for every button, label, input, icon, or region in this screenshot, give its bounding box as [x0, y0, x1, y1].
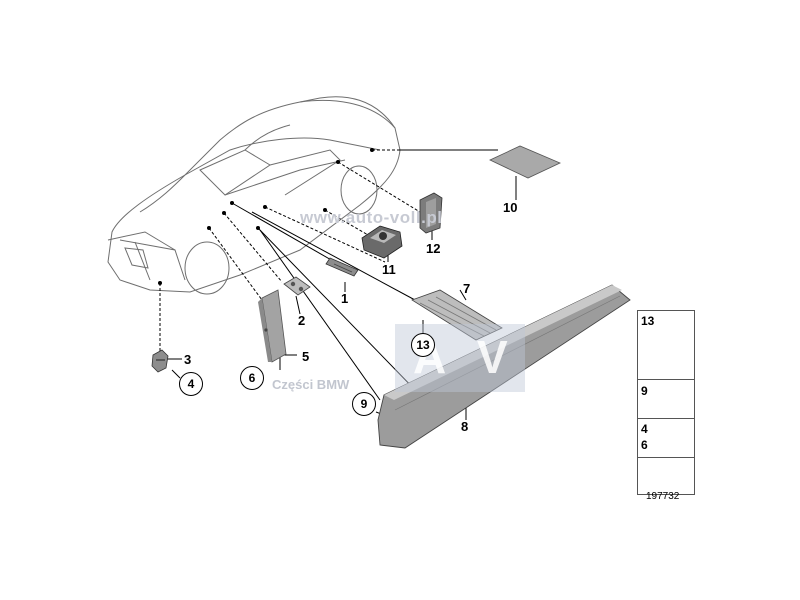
part-3-clip: [151, 349, 169, 373]
fastener-row-9: 9: [638, 380, 694, 419]
fastener-label-13: 13: [641, 314, 655, 328]
callout-3: 3: [184, 352, 192, 367]
callout-4-circled: 4: [179, 372, 203, 396]
callout-9-circled: 9: [352, 392, 376, 416]
attachment-dots: [158, 148, 374, 285]
part-11-box: [361, 225, 403, 259]
callout-12: 12: [426, 241, 441, 256]
part-8-sill-trim: [377, 284, 631, 449]
part-5-panel: [258, 289, 287, 363]
watermark-letter-v: V: [477, 331, 508, 383]
leader-lines-dashed: [159, 149, 421, 352]
callout-10: 10: [503, 200, 518, 215]
fastener-row-13: 13: [638, 311, 694, 380]
callout-8: 8: [461, 419, 469, 434]
part-12-bracket: [419, 192, 443, 234]
callout-1: 1: [341, 291, 349, 306]
watermark-brand: Części BMW: [272, 377, 350, 392]
watermark-logo-box: A V: [395, 324, 525, 392]
car-outline: [107, 96, 401, 295]
part-10-pad: [489, 145, 561, 179]
callout-13-circled: 13: [411, 333, 435, 357]
fastener-label-9: 9: [641, 384, 648, 398]
part-7-insert: [411, 289, 503, 341]
part-2-clip: [283, 276, 311, 296]
diagram-reference-number: 197732: [646, 491, 680, 502]
callout-7: 7: [463, 281, 471, 296]
fastener-row-arrow: [638, 458, 694, 494]
callout-2: 2: [298, 313, 306, 328]
fastener-row-4-6: 4 6: [638, 419, 694, 458]
callout-11: 11: [382, 262, 396, 277]
part-1-plate: [325, 257, 359, 277]
fastener-label-6: 6: [641, 438, 648, 452]
fastener-label-4: 4: [641, 422, 648, 436]
callout-5: 5: [302, 349, 310, 364]
callout-6-circled: 6: [240, 366, 264, 390]
fastener-panel: 13 9 4 6: [637, 310, 695, 495]
watermark-url: www.auto-voll.pl: [300, 208, 443, 227]
